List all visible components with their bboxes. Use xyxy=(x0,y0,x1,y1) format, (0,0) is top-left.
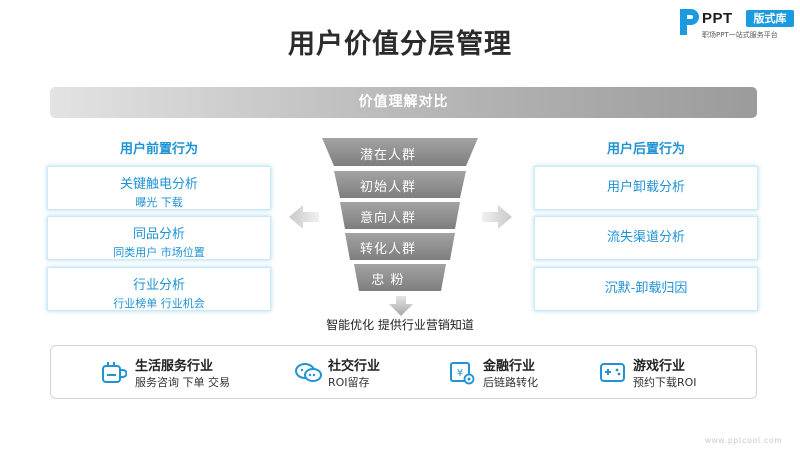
left-box-industry: 行业分析 行业榜单 行业机会 xyxy=(47,267,271,311)
funnel-level-1-label: 潜在人群 xyxy=(359,148,416,163)
banner-label: 价值理解对比 xyxy=(358,94,449,110)
cup-icon xyxy=(102,362,127,383)
page-title: 用户价值分层管理 xyxy=(288,29,512,60)
box-subtitle: 行业榜单 行业机会 xyxy=(113,297,205,310)
left-arrow-icon xyxy=(289,205,319,229)
down-arrow-icon xyxy=(389,296,413,316)
industry-subtitle: 服务咨询 下单 交易 xyxy=(135,376,230,389)
right-arrow-icon xyxy=(482,205,512,229)
funnel-caption: 智能优化 提供行业营销知道 xyxy=(326,318,474,332)
logo-brand-text: PPT xyxy=(702,10,733,27)
funnel-level-4-label: 转化人群 xyxy=(359,242,416,257)
left-column-heading: 用户前置行为 xyxy=(119,142,198,157)
brand-logo: PPT 版式库 职场PPT一站式服务平台 xyxy=(678,7,796,41)
industry-subtitle: 后链路转化 xyxy=(483,376,538,389)
box-title: 流失渠道分析 xyxy=(606,230,685,245)
footer-url: www.pptcool.com xyxy=(705,436,783,445)
industry-title: 金融行业 xyxy=(483,359,536,374)
logo-badge: 版式库 xyxy=(746,10,794,27)
gamepad-icon xyxy=(600,363,625,382)
finance-icon: ¥ xyxy=(450,362,475,385)
box-subtitle: 同类用户 市场位置 xyxy=(113,246,205,259)
svg-text:¥: ¥ xyxy=(457,368,463,379)
industry-title: 社交行业 xyxy=(328,359,381,374)
industry-title: 生活服务行业 xyxy=(135,359,214,374)
section-banner: 价值理解对比 xyxy=(50,87,757,118)
right-box-uninstall: 用户卸载分析 xyxy=(534,166,758,210)
funnel-level-5-label: 忠 粉 xyxy=(371,273,405,288)
funnel-level-2-label: 初始人群 xyxy=(359,180,416,195)
industry-title: 游戏行业 xyxy=(633,359,686,374)
industry-subtitle: 预约下载ROI xyxy=(633,376,697,389)
right-column-heading: 用户后置行为 xyxy=(606,142,685,157)
box-subtitle: 曝光 下载 xyxy=(135,196,183,209)
right-box-churn: 流失渠道分析 xyxy=(534,216,758,260)
left-box-touchpoint: 关键触电分析 曝光 下载 xyxy=(47,166,271,210)
box-title: 沉默-卸载归因 xyxy=(604,281,688,296)
chat-icon xyxy=(295,363,322,382)
funnel-level-3-label: 意向人群 xyxy=(359,211,416,226)
industry-panel: 生活服务行业 服务咨询 下单 交易 社交行业 ROI留存 ¥ 金融行业 后链路转… xyxy=(50,345,757,399)
industry-subtitle: ROI留存 xyxy=(328,376,370,389)
logo-tagline: 职场PPT一站式服务平台 xyxy=(702,31,778,39)
box-title: 关键触电分析 xyxy=(119,177,198,192)
left-box-competitor: 同品分析 同类用户 市场位置 xyxy=(47,216,271,260)
right-box-attribution: 沉默-卸载归因 xyxy=(534,267,758,311)
box-title: 行业分析 xyxy=(132,278,185,293)
box-title: 同品分析 xyxy=(132,227,185,242)
box-title: 用户卸载分析 xyxy=(606,180,685,195)
ppt-logo-icon xyxy=(680,9,699,35)
